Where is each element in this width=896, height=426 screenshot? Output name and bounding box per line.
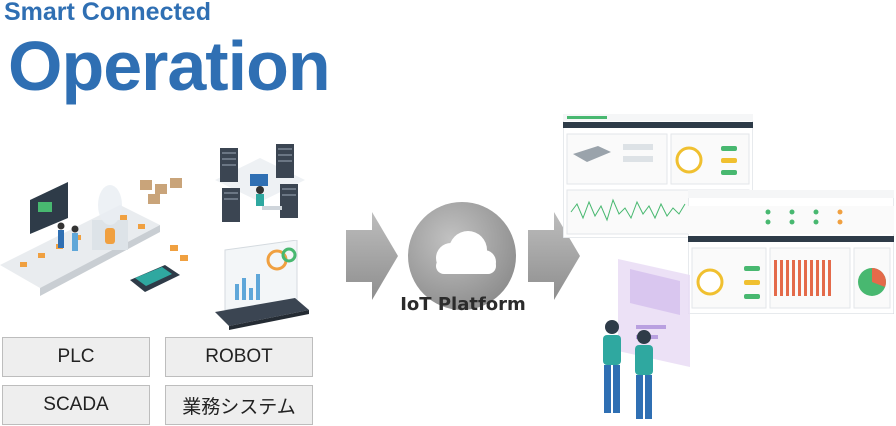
source-box-robot: ROBOT <box>165 337 313 377</box>
arrow-right-icon <box>346 212 398 300</box>
cloud-icon <box>408 202 516 310</box>
laptop-illustration <box>215 240 309 330</box>
factory-illustration <box>0 178 188 296</box>
server-illustration <box>215 144 305 222</box>
source-box-business-system: 業務システム <box>165 385 313 425</box>
people-illustration <box>603 259 690 419</box>
page-title: Operation <box>8 27 331 105</box>
subtitle: Smart Connected <box>4 0 211 26</box>
platform-label: IoT Platform <box>400 294 526 315</box>
source-box-plc: PLC <box>2 337 150 377</box>
source-box-scada: SCADA <box>2 385 150 425</box>
dashboard-screen <box>688 190 894 314</box>
